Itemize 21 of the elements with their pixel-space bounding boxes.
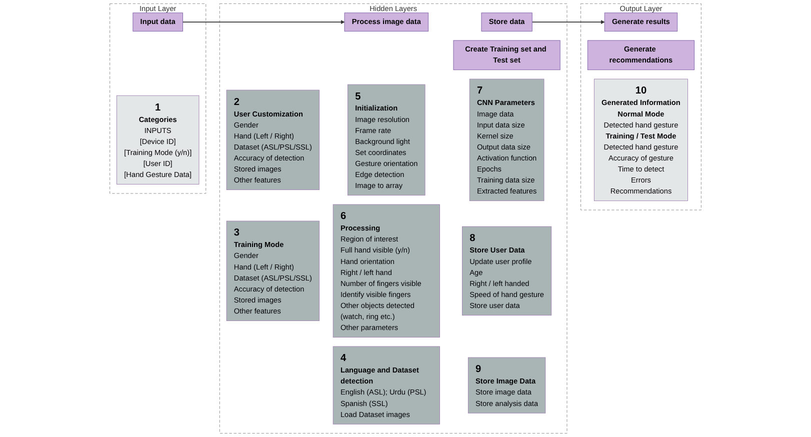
arrow bbox=[182, 20, 345, 24]
arrow bbox=[532, 20, 605, 24]
node-box bbox=[226, 220, 320, 321]
node-box bbox=[332, 346, 440, 424]
cluster bbox=[110, 3, 206, 194]
node-box bbox=[594, 78, 688, 202]
cluster bbox=[219, 3, 568, 434]
node-box bbox=[344, 12, 429, 32]
node-box bbox=[462, 226, 552, 316]
node-box bbox=[481, 12, 532, 32]
cluster bbox=[580, 3, 702, 210]
node-box bbox=[116, 95, 200, 184]
node-box bbox=[604, 12, 678, 32]
node-box bbox=[332, 204, 440, 338]
node-box bbox=[348, 84, 426, 196]
node-box bbox=[587, 40, 694, 70]
node-box bbox=[468, 357, 546, 414]
node-box bbox=[226, 90, 320, 190]
node-box bbox=[453, 40, 560, 70]
node-box bbox=[469, 78, 544, 202]
node-box bbox=[132, 12, 183, 32]
